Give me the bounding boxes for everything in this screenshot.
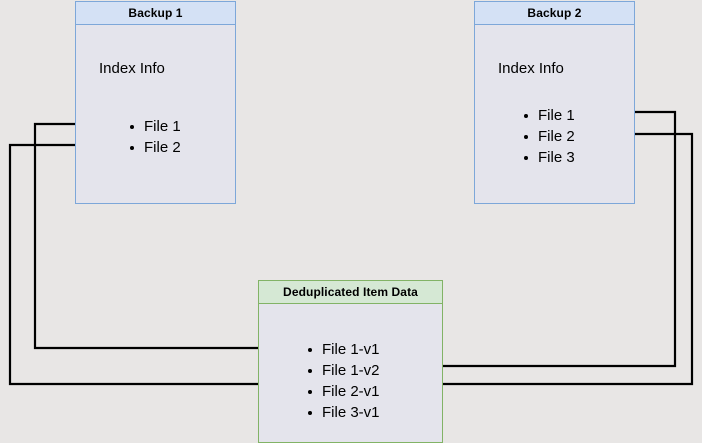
- deduplicated-item-list: File 1-v1 File 1-v2 File 2-v1 File 3-v1: [307, 339, 380, 423]
- backup-2-index-info-label: Index Info: [498, 60, 564, 77]
- list-item: File 1: [129, 116, 181, 137]
- backup-1-file-list: File 1 File 2: [129, 116, 181, 158]
- list-item: File 2: [523, 126, 575, 147]
- node-backup-2-title: Backup 2: [475, 2, 634, 25]
- list-item: File 1-v2: [307, 360, 380, 381]
- node-deduplicated-item-data-title: Deduplicated Item Data: [259, 281, 442, 304]
- node-backup-1-title: Backup 1: [76, 2, 235, 25]
- list-item: File 3-v1: [307, 402, 380, 423]
- list-item: File 1: [523, 105, 575, 126]
- list-item: File 1-v1: [307, 339, 380, 360]
- node-backup-2[interactable]: Backup 2 Index Info File 1 File 2 File 3: [474, 1, 635, 204]
- node-backup-1[interactable]: Backup 1 Index Info File 1 File 2: [75, 1, 236, 204]
- node-backup-2-body: Index Info File 1 File 2 File 3: [475, 25, 634, 203]
- node-backup-1-body: Index Info File 1 File 2: [76, 25, 235, 203]
- list-item: File 3: [523, 147, 575, 168]
- list-item: File 2-v1: [307, 381, 380, 402]
- backup-2-file-list: File 1 File 2 File 3: [523, 105, 575, 168]
- node-deduplicated-item-data-body: File 1-v1 File 1-v2 File 2-v1 File 3-v1: [259, 304, 442, 442]
- backup-1-index-info-label: Index Info: [99, 60, 165, 77]
- list-item: File 2: [129, 137, 181, 158]
- node-deduplicated-item-data[interactable]: Deduplicated Item Data File 1-v1 File 1-…: [258, 280, 443, 443]
